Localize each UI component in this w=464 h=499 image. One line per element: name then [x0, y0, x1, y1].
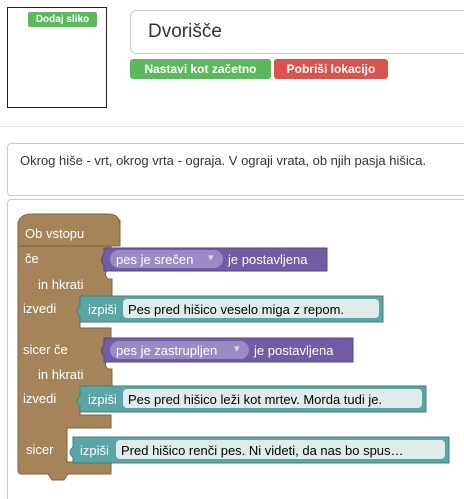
- print-text: Pes pred hišico leži kot mrtev. Morda tu…: [128, 392, 383, 407]
- flag-name: pes je zastrupljen: [116, 343, 218, 358]
- and-also-label: in hkrati: [38, 367, 84, 382]
- do-label: izvedi: [23, 301, 57, 316]
- flag-suffix: je postavljena: [228, 252, 308, 267]
- print-text: Pred hišico renči pes. Ni videti, da nas…: [121, 443, 404, 458]
- delete-location-button[interactable]: Pobriši lokacijo: [274, 59, 388, 79]
- print-text: Pes pred hišico veselo miga z repom.: [128, 302, 345, 317]
- chevron-down-icon: ▾: [234, 343, 240, 355]
- on-enter-label: Ob vstopu: [25, 226, 85, 241]
- print-label: izpiši: [80, 443, 109, 458]
- location-name-input[interactable]: [130, 10, 464, 54]
- location-image-box: Dodaj sliko: [7, 7, 107, 108]
- flag-name: pes je srečen: [116, 252, 194, 267]
- flag-suffix: je postavljena: [254, 343, 334, 358]
- location-description[interactable]: Okrog hiše - vrt, okrog vrta - ograja. V…: [7, 143, 464, 196]
- else-label: sicer: [26, 442, 54, 457]
- else-if-label: sicer če: [23, 342, 68, 357]
- print-label: izpiši: [88, 302, 117, 317]
- set-start-button[interactable]: Nastavi kot začetno: [130, 59, 271, 79]
- and-also-label: in hkrati: [38, 277, 84, 292]
- if-label: če: [25, 251, 39, 266]
- divider: [0, 126, 464, 127]
- do-label: izvedi: [23, 391, 57, 406]
- print-label: izpiši: [88, 392, 117, 407]
- add-image-button[interactable]: Dodaj sliko: [28, 12, 97, 27]
- chevron-down-icon: ▾: [208, 252, 214, 264]
